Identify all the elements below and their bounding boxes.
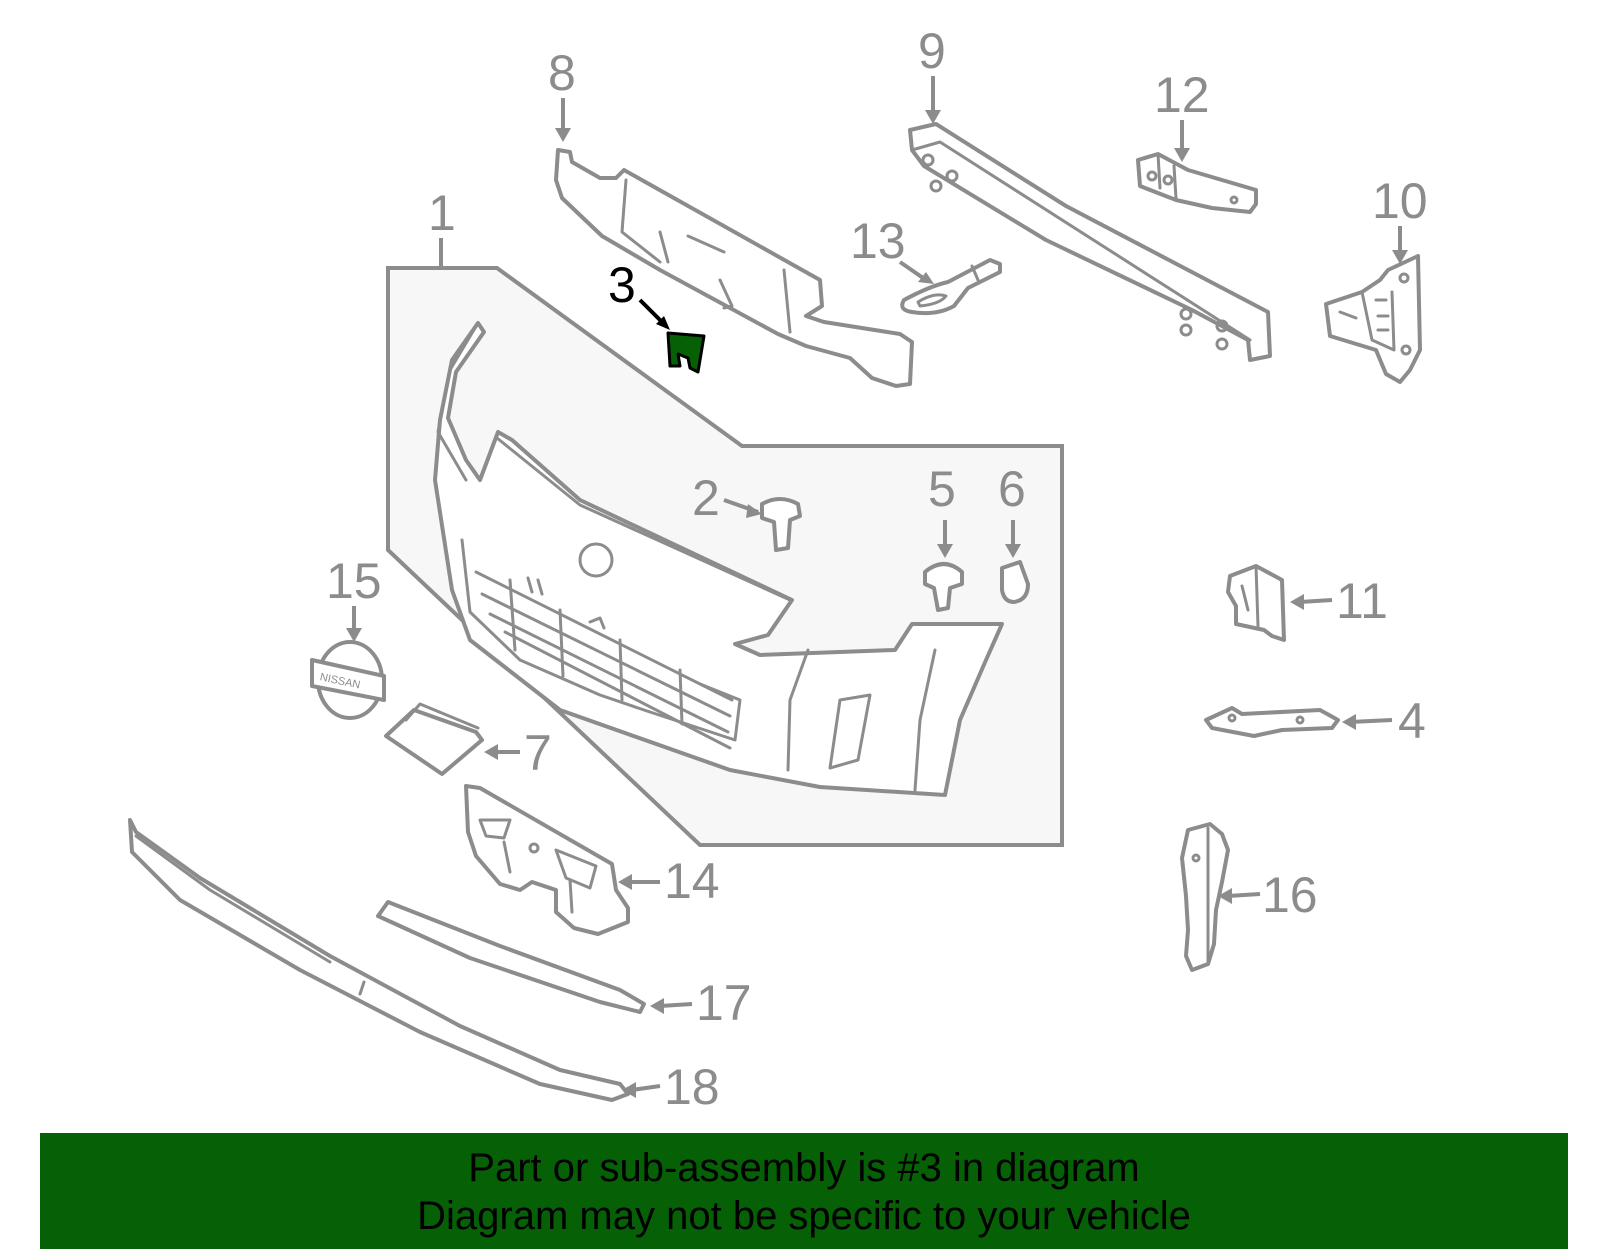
part-6-retainer[interactable] [1000, 560, 1030, 604]
arrow-6 [1005, 544, 1021, 558]
callout-10: 10 [1372, 173, 1428, 229]
arrow-17 [650, 998, 664, 1014]
part-17-molding[interactable] [376, 900, 646, 1014]
arrow-9 [925, 110, 941, 124]
leader-16 [1227, 892, 1261, 898]
arrow-12 [1174, 148, 1190, 162]
leader-18 [631, 1084, 661, 1092]
part-3-highlighted[interactable] [666, 331, 706, 374]
callout-6: 6 [998, 461, 1026, 517]
callout-9: 9 [918, 23, 946, 79]
callout-14: 14 [664, 853, 720, 909]
part-11-bracket[interactable] [1226, 564, 1286, 642]
leader-11 [1299, 598, 1333, 604]
leader-4 [1349, 718, 1393, 724]
callout-1: 1 [428, 185, 456, 241]
arrow-5 [937, 544, 953, 558]
arrow-3 [656, 316, 670, 330]
banner-line-1: Part or sub-assembly is #3 in diagram [468, 1146, 1140, 1190]
arrow-14 [618, 874, 632, 890]
arrow-4 [1342, 714, 1356, 730]
arrow-8 [555, 128, 571, 142]
part-2-clip[interactable] [760, 497, 802, 552]
arrow-10 [1392, 250, 1408, 264]
callout-2: 2 [692, 470, 720, 526]
part-8-absorber[interactable] [554, 148, 914, 388]
arrow-18 [622, 1082, 636, 1098]
callout-12: 12 [1154, 67, 1210, 123]
part-4-bracket[interactable] [1204, 706, 1340, 738]
callout-11: 11 [1336, 573, 1388, 629]
part-1-bumper-cover[interactable] [433, 321, 1004, 797]
part-14-lower-bracket[interactable] [464, 784, 630, 936]
callout-17: 17 [696, 975, 752, 1031]
callout-3: 3 [608, 257, 636, 313]
callout-7: 7 [524, 725, 552, 781]
part-5-clip[interactable] [923, 562, 964, 612]
part-15-emblem[interactable]: NISSAN [310, 640, 386, 720]
callout-16: 16 [1262, 867, 1318, 923]
leader-13 [898, 260, 928, 282]
arrow-15 [346, 628, 362, 642]
banner-line-2: Diagram may not be specific to your vehi… [417, 1194, 1191, 1238]
callout-15: 15 [326, 553, 382, 609]
leader-17 [659, 1002, 693, 1008]
callout-13: 13 [850, 213, 906, 269]
callout-4: 4 [1398, 693, 1426, 749]
arrow-7 [484, 744, 498, 760]
info-banner: Part or sub-assembly is #3 in diagram Di… [40, 1133, 1568, 1249]
part-9-reinforcement[interactable] [908, 122, 1272, 362]
callout-8: 8 [548, 45, 576, 101]
part-18-spoiler[interactable] [128, 818, 630, 1102]
part-12-bracket[interactable] [1136, 152, 1258, 214]
arrow-2 [746, 504, 762, 518]
callout-5: 5 [928, 461, 956, 517]
arrow-16 [1218, 888, 1232, 904]
part-7-bracket[interactable] [384, 702, 484, 776]
part-16-side-marker[interactable] [1180, 822, 1230, 972]
arrow-11 [1290, 594, 1304, 610]
callout-18: 18 [664, 1059, 720, 1115]
part-13-tow-hook[interactable] [900, 258, 1002, 316]
part-10-side-bracket[interactable] [1324, 254, 1422, 384]
arrow-13 [918, 272, 934, 284]
